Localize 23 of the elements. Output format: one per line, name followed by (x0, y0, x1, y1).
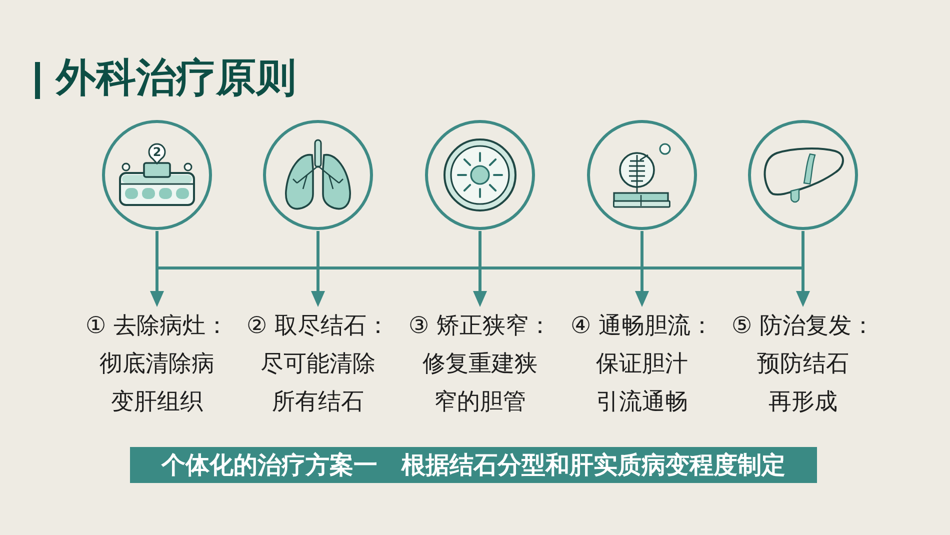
icon-circle (587, 120, 697, 230)
icon-circle (748, 120, 858, 230)
step-text: 预防结石再形成 (756, 350, 850, 417)
pin-number: 2 (152, 144, 162, 160)
step-text: 尽可能清除所有结石 (260, 350, 376, 417)
icon-circle (263, 120, 373, 230)
step-text: 保证胆汁引流通畅 (595, 350, 689, 417)
banner: 个体化的治疗方案一 根据结石分型和肝实质病变程度制定 (130, 447, 817, 483)
step-heading: ① 去除病灶： (84, 312, 230, 341)
arrow (796, 231, 810, 307)
icon-circle (425, 120, 535, 230)
step-heading: ④ 通畅胆流： (570, 312, 714, 341)
arrow (150, 231, 164, 307)
step-heading: ③ 矫正狭窄： (408, 312, 552, 341)
title: 外科治疗原则 (56, 54, 296, 103)
step-heading: ⑤ 防治复发： (730, 312, 876, 341)
step-text: 修复重建狭窄的胆管 (422, 350, 538, 417)
step-text: 彻底清除病变肝组织 (98, 350, 216, 417)
arrow (311, 231, 325, 307)
arrow (473, 231, 487, 307)
arrow (635, 231, 649, 307)
step-heading: ② 取尽结石： (246, 312, 390, 341)
icon-circle (102, 120, 212, 230)
